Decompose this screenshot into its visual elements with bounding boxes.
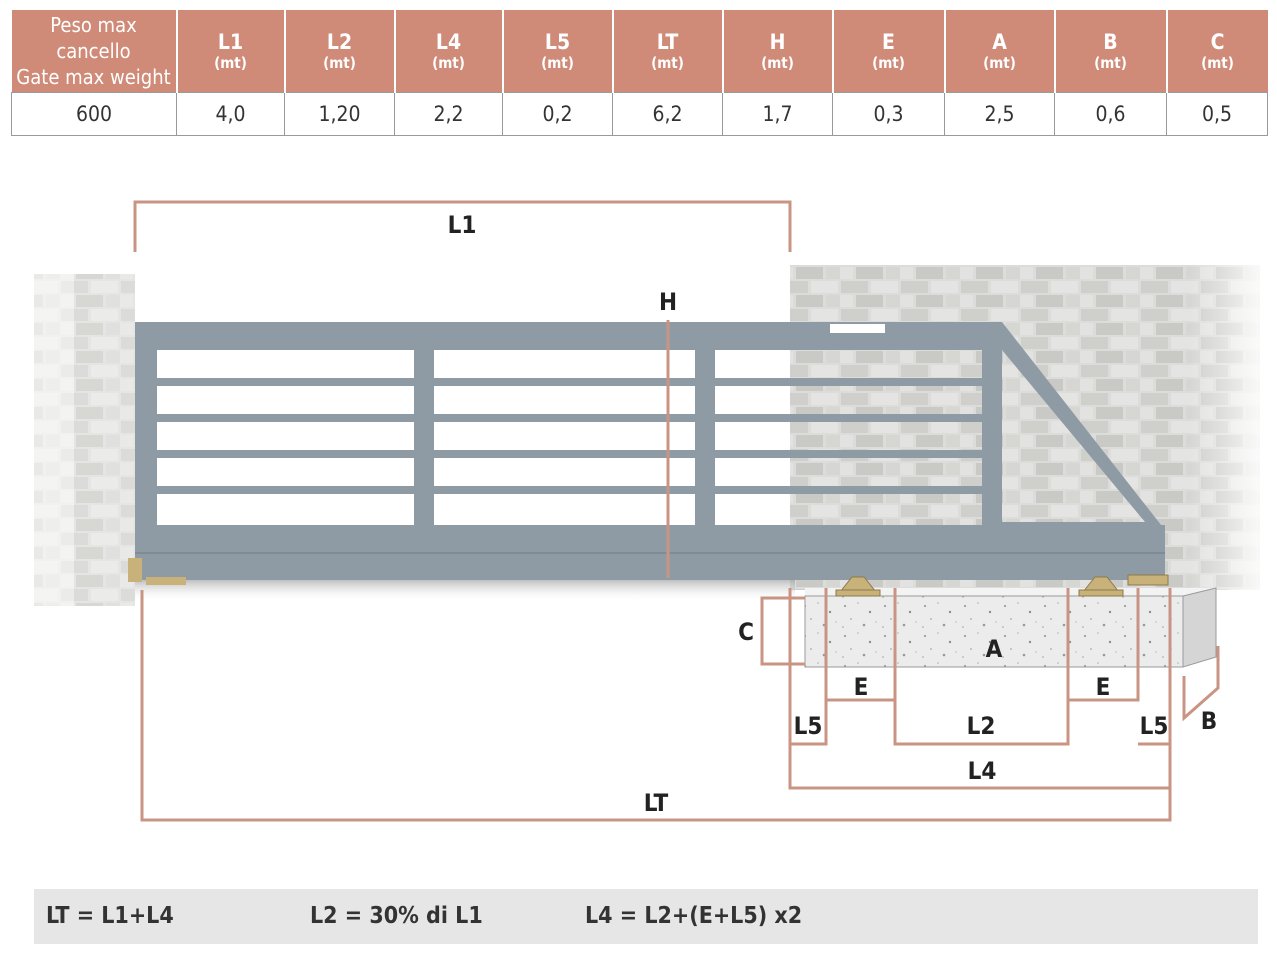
header-l5-label: L5 — [544, 30, 571, 54]
header-l1: L1(mt) — [176, 10, 286, 93]
table-header-row: Peso max cancello Gate max weight L1(mt)… — [11, 10, 1268, 93]
header-e-unit: (mt) — [872, 54, 905, 72]
header-gate-weight: Peso max cancello Gate max weight — [11, 10, 178, 93]
gate-shadow — [135, 580, 795, 602]
dim-l4 — [788, 744, 1172, 790]
label-lt: LT — [644, 789, 669, 817]
header-a-unit: (mt) — [983, 54, 1016, 72]
header-b: B(mt) — [1054, 10, 1168, 93]
header-c-label: C — [1210, 30, 1225, 54]
cell-lt: 6,2 — [612, 92, 723, 136]
label-c: C — [738, 618, 754, 646]
guide-rollers — [835, 574, 1169, 597]
header-l4-unit: (mt) — [432, 54, 465, 72]
label-l2: L2 — [967, 712, 996, 740]
header-c: C(mt) — [1166, 10, 1268, 93]
formula-bar: LT = L1+L4 L2 = 30% di L1 L4 = L2+(E+L5)… — [34, 889, 1258, 944]
spec-table: Peso max cancello Gate max weight L1(mt)… — [11, 10, 1268, 136]
dim-b — [1182, 646, 1220, 722]
header-h-unit: (mt) — [761, 54, 794, 72]
cell-c: 0,5 — [1166, 92, 1268, 136]
dimension-lines — [133, 200, 1220, 822]
sliding-gate — [128, 322, 1165, 585]
header-l5: L5(mt) — [502, 10, 614, 93]
label-l5-left: L5 — [794, 712, 823, 740]
header-gate-weight-en: Gate max weight — [16, 65, 171, 89]
header-e-label: E — [882, 30, 895, 54]
label-l4: L4 — [968, 757, 997, 785]
label-l1: L1 — [448, 211, 477, 239]
left-pillar — [34, 274, 135, 606]
label-h: H — [659, 288, 677, 316]
cell-l5: 0,2 — [502, 92, 613, 136]
dim-e-right — [1068, 588, 1140, 702]
header-l2-unit: (mt) — [323, 54, 356, 72]
cell-e: 0,3 — [832, 92, 945, 136]
dim-c — [760, 596, 805, 666]
header-l2: L2(mt) — [284, 10, 396, 93]
cell-gate-weight: 600 — [11, 92, 177, 136]
table-row: 600 4,0 1,20 2,2 0,2 6,2 1,7 0,3 2,5 0,6… — [11, 92, 1268, 136]
cell-a: 2,5 — [944, 92, 1055, 136]
label-a: A — [986, 635, 1003, 663]
concrete-foundation — [804, 587, 1217, 668]
formula-l4: L4 = L2+(E+L5) x2 — [585, 903, 803, 929]
header-h: H(mt) — [722, 10, 834, 93]
dim-l1 — [133, 200, 792, 252]
header-l1-label: L1 — [217, 30, 244, 54]
formula-l2: L2 = 30% di L1 — [310, 903, 483, 929]
header-e: E(mt) — [832, 10, 946, 93]
header-lt-unit: (mt) — [651, 54, 684, 72]
label-e-left: E — [854, 673, 869, 701]
gate-diagram: L1 H C A E E L5 L2 L5 B L4 LT — [34, 200, 1260, 822]
header-gate-weight-it: Peso max cancello — [50, 13, 137, 63]
header-l4-label: L4 — [435, 30, 462, 54]
cell-l4: 2,2 — [394, 92, 503, 136]
header-h-label: H — [769, 30, 786, 54]
formula-lt: LT = L1+L4 — [46, 903, 174, 929]
header-lt: LT(mt) — [612, 10, 724, 93]
header-l2-label: L2 — [326, 30, 353, 54]
header-a-label: A — [992, 30, 1007, 54]
header-a: A(mt) — [944, 10, 1056, 93]
header-b-label: B — [1103, 30, 1118, 54]
dim-l2 — [893, 588, 1070, 746]
header-l5-unit: (mt) — [541, 54, 574, 72]
label-l5-right: L5 — [1140, 712, 1169, 740]
dim-l5-left — [788, 588, 828, 746]
dim-lt — [140, 590, 1172, 822]
header-lt-label: LT — [656, 30, 679, 54]
label-e-right: E — [1096, 673, 1111, 701]
cell-l1: 4,0 — [176, 92, 285, 136]
header-l1-unit: (mt) — [214, 54, 247, 72]
header-l4: L4(mt) — [394, 10, 504, 93]
label-b: B — [1201, 707, 1217, 735]
cell-h: 1,7 — [722, 92, 833, 136]
header-c-unit: (mt) — [1201, 54, 1234, 72]
header-b-unit: (mt) — [1094, 54, 1127, 72]
cell-b: 0,6 — [1054, 92, 1167, 136]
